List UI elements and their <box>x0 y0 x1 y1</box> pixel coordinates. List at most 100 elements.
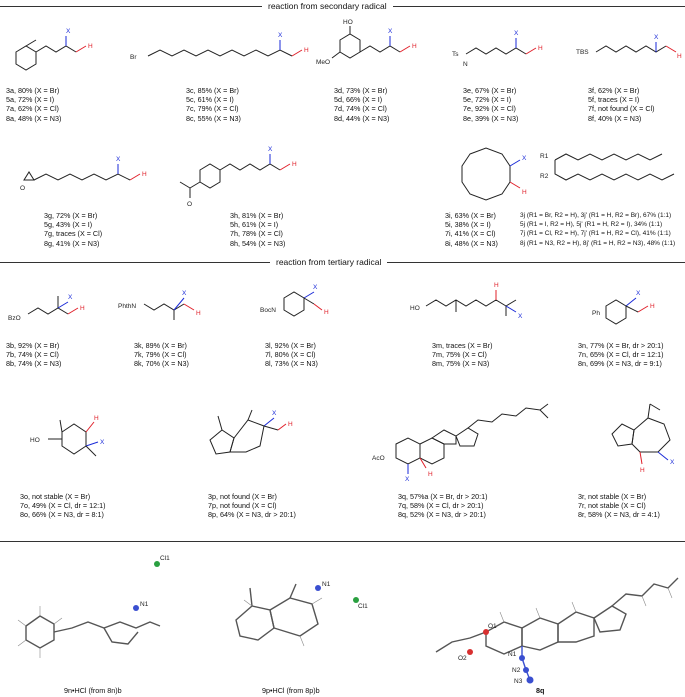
yield-line: 8j (R1 = N3, R2 = H), 8j' (R1 = H, R2 = … <box>520 239 676 247</box>
yield-line: 5j (R1 = I, R2 = H), 5j' (R1 = H, R2 = I… <box>520 221 663 229</box>
compound-3i-yields: 3i, 63% (X = Br) 5i, 38% (X = I) 7i, 41%… <box>445 211 498 248</box>
yield-line: 5i, 38% (X = I) <box>445 220 491 230</box>
atom-h: H <box>677 53 682 60</box>
crystal-section-rule <box>0 541 685 542</box>
guaiacol-ring <box>339 33 361 59</box>
nitrogen-atom <box>315 585 321 591</box>
yield-line: 3a, 80% (X = Br) <box>6 86 60 95</box>
yield-line: 3e, 67% (X = Br) <box>463 86 517 95</box>
yield-line: 8r, 58% (X = N3, dr = 4:1) <box>578 510 660 520</box>
compound-3j-yields: 3j (R1 = Br, R2 = H), 3j' (R1 = H, R2 = … <box>520 211 675 248</box>
atom-h: H <box>292 161 297 168</box>
atom-o: O <box>20 185 25 192</box>
atom-oh: HO <box>343 19 353 26</box>
atom-x: X <box>522 155 527 162</box>
yield-line: 7h, 78% (X = Cl) <box>230 229 283 239</box>
compound-3g-yields: 3g, 72% (X = Br) 5g, 43% (X = I) 7g, tra… <box>44 211 102 248</box>
yield-line: 3f, 62% (X = Br) <box>588 86 640 95</box>
atom-n1: N1 <box>140 601 149 608</box>
yield-line: 7r, not stable (X = Cl) <box>578 501 646 511</box>
yield-line: 3h, 81% (X = Br) <box>230 211 284 220</box>
atom-x: X <box>66 28 71 35</box>
atom-x: X <box>182 290 187 297</box>
section-title-secondary: reaction from secondary radical <box>262 1 393 11</box>
yield-line: 7k, 79% (X = Cl) <box>134 350 187 360</box>
yield-line: 7i, 41% (X = Cl) <box>445 229 496 239</box>
yield-line: 8g, 41% (X = N3) <box>44 238 100 248</box>
row3-structures: BzO X H PhthN X H BocN X H HO H X Ph X H <box>8 282 655 325</box>
yield-line: 5h, 61% (X = I) <box>230 220 279 230</box>
yield-line: 3k, 89% (X = Br) <box>134 341 187 350</box>
yield-line: 8b, 74% (X = N3) <box>6 359 62 369</box>
atom-h: H <box>288 421 293 428</box>
atom-h: H <box>304 47 309 54</box>
yield-line: 8n, 69% (X = N3, dr = 9:1) <box>578 359 662 369</box>
yield-line: 7o, 49% (X = Cl, dr = 12:1) <box>20 501 106 511</box>
row1-structures: X H Br X H HO MeO X H Ts N X H TBS X H <box>15 19 682 71</box>
yield-line: 8a, 48% (X = N3) <box>6 113 62 123</box>
yield-line: 7d, 74% (X = Cl) <box>334 104 387 114</box>
section-title-tertiary: reaction from tertiary radical <box>270 257 388 267</box>
yield-line: 5c, 61% (X = I) <box>186 95 234 105</box>
benzene-ring <box>15 45 37 71</box>
steroid-ring-d <box>455 427 479 447</box>
atom-phthn: PhthN <box>118 303 136 310</box>
yield-line: 3p, not found (X = Br) <box>208 492 277 501</box>
epoxide-ring <box>23 171 35 181</box>
yield-line: 3j (R1 = Br, R2 = H), 3j' (R1 = H, R2 = … <box>520 212 672 219</box>
yield-line: 7f, not found (X = Cl) <box>588 104 655 114</box>
compound-3m-yields: 3m, traces (X = Br) 7m, 75% (X = Cl) 8m,… <box>432 341 493 369</box>
yield-line: 3i, 63% (X = Br) <box>445 211 496 220</box>
yield-line: 3q, 57%a (X = Br, dr > 20:1) <box>398 492 488 501</box>
compound-3c-yields: 3c, 85% (X = Br) 5c, 61% (X = I) 7c, 79%… <box>186 86 241 123</box>
atom-h: H <box>142 171 147 178</box>
compound-3q-yields: 3q, 57%a (X = Br, dr > 20:1) 7q, 58% (X … <box>398 492 488 520</box>
atom-h: H <box>640 467 645 474</box>
yield-line: 3b, 92% (X = Br) <box>6 341 60 350</box>
atom-cl1: Cl1 <box>160 555 170 562</box>
atom-ho: HO <box>30 437 40 444</box>
compound-3a-yields: 3a, 80% (X = Br) 5a, 72% (X = I) 7a, 62%… <box>6 86 61 123</box>
yield-line: 8l, 73% (X = N3) <box>265 359 318 369</box>
atom-n1: N1 <box>508 651 517 658</box>
atom-x: X <box>100 439 105 446</box>
oxygen-atom <box>467 649 473 655</box>
yield-line: 7p, not found (X = Cl) <box>208 501 277 511</box>
yield-line: 8f, 40% (X = N3) <box>588 113 642 123</box>
atom-o: O <box>187 201 192 208</box>
compound-3f-yields: 3f, 62% (X = Br) 5f, traces (X = I) 7f, … <box>588 86 655 123</box>
atom-h: H <box>522 189 527 196</box>
compound-3d-yields: 3d, 73% (X = Br) 5d, 66% (X = I) 7d, 74%… <box>334 86 389 123</box>
chlorine-atom <box>353 597 359 603</box>
atom-bzo: BzO <box>8 315 21 322</box>
atom-br: Br <box>130 54 137 61</box>
steroid-ring-c <box>431 429 457 445</box>
atom-x: X <box>268 146 273 153</box>
yield-line: 3d, 73% (X = Br) <box>334 86 388 95</box>
cyclohexane-ring <box>605 299 627 325</box>
yield-line: 8d, 44% (X = N3) <box>334 113 390 123</box>
atom-h: H <box>412 43 417 50</box>
macrocycle-ring <box>461 147 511 201</box>
atom-x: X <box>514 30 519 37</box>
atom-h: H <box>324 309 329 316</box>
atom-x: X <box>272 410 277 417</box>
yield-line: 7q, 58% (X = Cl, dr > 20:1) <box>398 501 484 511</box>
compound-3k-yields: 3k, 89% (X = Br) 7k, 79% (X = Cl) 8k, 70… <box>134 341 189 369</box>
atom-bocn: BocN <box>260 307 276 314</box>
compound-3h-yields: 3h, 81% (X = Br) 5h, 61% (X = I) 7h, 78%… <box>230 211 285 248</box>
crystal-structures: Cl1 N1 N1 Cl1 O1 O2 N1 N2 N3 <box>17 555 679 684</box>
yield-line: 8h, 54% (X = N3) <box>230 238 286 248</box>
atom-n: N <box>463 61 468 68</box>
yield-line: 3n, 77% (X = Br, dr > 20:1) <box>578 341 664 350</box>
atom-h: H <box>88 43 93 50</box>
yield-line: 8p, 64% (X = N3, dr > 20:1) <box>208 510 296 520</box>
aryl-ring <box>199 163 221 189</box>
atom-h: H <box>538 45 543 52</box>
yield-line: 8o, 66% (X = N3, dr = 8:1) <box>20 510 104 520</box>
yield-line: 3r, not stable (X = Br) <box>578 492 647 501</box>
yield-line: 8k, 70% (X = N3) <box>134 359 189 369</box>
atom-x: X <box>388 28 393 35</box>
atom-h: H <box>650 303 655 310</box>
yield-line: 7e, 92% (X = Cl) <box>463 104 516 114</box>
